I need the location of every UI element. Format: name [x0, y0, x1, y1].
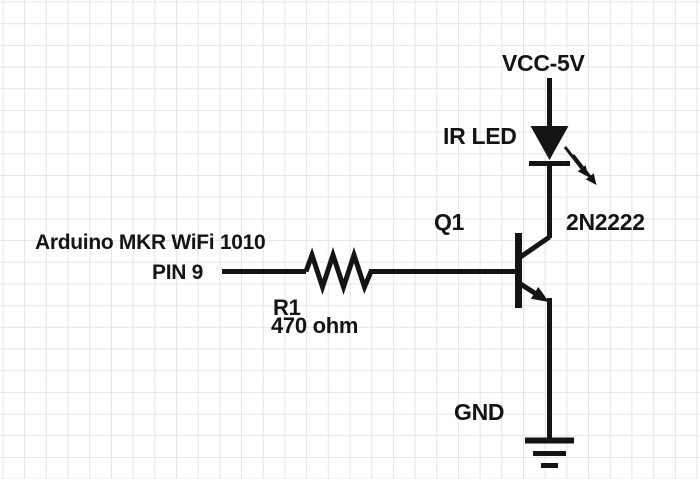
resistor-icon	[303, 246, 375, 296]
transistor-collector-lead	[517, 234, 551, 261]
pin-label: PIN 9	[152, 261, 204, 284]
led-anode-triangle	[530, 126, 569, 160]
led-icon	[529, 126, 597, 185]
resistor-zigzag	[303, 246, 375, 296]
ground-icon	[525, 437, 574, 468]
ground-label: GND	[454, 399, 505, 425]
vcc-label: VCC-5V	[502, 50, 585, 76]
transistor-emitter-arrowhead	[530, 287, 549, 302]
transistor-part-label: 2N2222	[566, 209, 645, 235]
led-emission-arrowhead	[585, 173, 597, 185]
wires	[222, 78, 552, 443]
led-emission-arrowhead	[577, 165, 589, 177]
transistor-emitter-lead	[517, 280, 539, 297]
npn-transistor-icon	[515, 233, 551, 308]
board-label: Arduino MKR WiFi 1010	[35, 231, 266, 254]
resistor-value-label: 470 ohm	[271, 313, 359, 338]
resistor-ref-label: R1	[273, 295, 301, 320]
led-emission-arrow-shaft	[571, 154, 593, 179]
transistor-ref-label: Q1	[434, 209, 465, 235]
ir-led-label: IR LED	[443, 123, 517, 149]
